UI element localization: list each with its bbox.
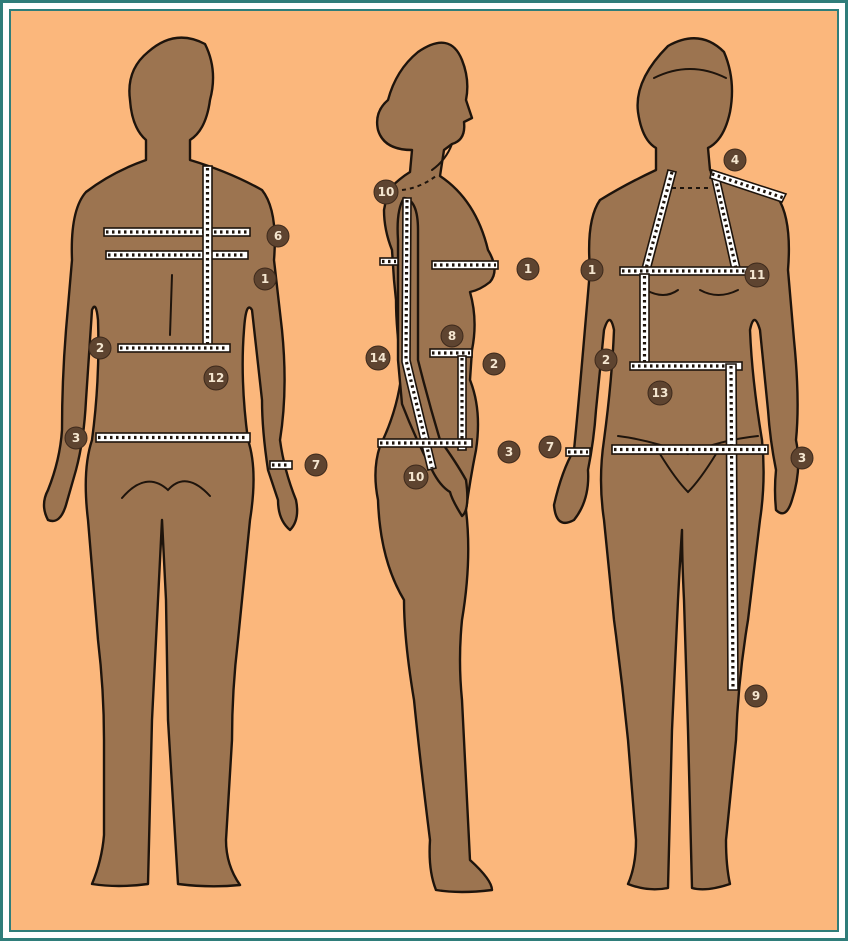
marker-label: 1 bbox=[261, 272, 269, 286]
back-tape-wrist bbox=[270, 461, 292, 469]
marker-back-1: 1 bbox=[254, 268, 276, 290]
marker-label: 14 bbox=[370, 351, 387, 365]
marker-front-4: 4 bbox=[724, 149, 746, 171]
marker-front-3: 3 bbox=[791, 447, 813, 469]
side-tape-hip-vertical bbox=[458, 356, 466, 450]
marker-label: 11 bbox=[749, 268, 766, 282]
marker-side-10: 10 bbox=[374, 180, 398, 204]
marker-side-8: 8 bbox=[441, 325, 463, 347]
back-figure-silhouette bbox=[44, 38, 297, 887]
marker-back-12: 12 bbox=[204, 366, 228, 390]
marker-front-7: 7 bbox=[539, 436, 561, 458]
marker-label: 2 bbox=[490, 357, 498, 371]
marker-label: 7 bbox=[546, 440, 554, 454]
figure-front-view bbox=[554, 38, 798, 889]
back-tape-hip bbox=[96, 433, 250, 442]
marker-label: 6 bbox=[274, 229, 282, 243]
marker-back-3: 3 bbox=[65, 427, 87, 449]
marker-front-1: 1 bbox=[581, 259, 603, 281]
marker-label: 1 bbox=[588, 263, 596, 277]
marker-label: 9 bbox=[752, 689, 760, 703]
marker-label: 2 bbox=[96, 341, 104, 355]
back-tape-vertical bbox=[203, 166, 212, 348]
marker-back-6: 6 bbox=[267, 225, 289, 247]
marker-back-7: 7 bbox=[305, 454, 327, 476]
side-tape-bust bbox=[432, 261, 498, 269]
marker-label: 3 bbox=[72, 431, 80, 445]
marker-label: 8 bbox=[448, 329, 456, 343]
figure-back-view bbox=[44, 38, 297, 887]
marker-label: 3 bbox=[505, 445, 513, 459]
marker-label: 2 bbox=[602, 353, 610, 367]
front-figure-silhouette bbox=[554, 38, 798, 889]
back-tape-waist bbox=[118, 344, 230, 352]
marker-label: 7 bbox=[312, 458, 320, 472]
marker-label: 10 bbox=[378, 185, 395, 199]
marker-front-2: 2 bbox=[595, 349, 617, 371]
front-tape-outseam bbox=[726, 364, 738, 690]
marker-label: 1 bbox=[524, 262, 532, 276]
marker-label: 4 bbox=[731, 153, 739, 167]
marker-back-2: 2 bbox=[89, 337, 111, 359]
front-tape-center-vertical bbox=[640, 274, 649, 364]
marker-front-9: 9 bbox=[745, 685, 767, 707]
side-tape-bust-back bbox=[380, 258, 398, 265]
back-tape-shoulder bbox=[104, 228, 250, 236]
marker-side-3: 3 bbox=[498, 441, 520, 463]
front-tape-hip bbox=[612, 445, 768, 454]
front-tape-wrist bbox=[566, 448, 590, 456]
marker-label: 13 bbox=[652, 386, 669, 400]
marker-front-11: 11 bbox=[745, 263, 769, 287]
marker-label: 3 bbox=[798, 451, 806, 465]
marker-side-10: 10 bbox=[404, 465, 428, 489]
back-tape-chest bbox=[106, 251, 248, 259]
marker-side-14: 14 bbox=[366, 346, 390, 370]
marker-side-1: 1 bbox=[517, 258, 539, 280]
side-tape-hip bbox=[378, 439, 472, 447]
marker-label: 10 bbox=[408, 470, 425, 484]
marker-side-2: 2 bbox=[483, 353, 505, 375]
figure-side-view bbox=[375, 43, 498, 892]
marker-front-13: 13 bbox=[648, 381, 672, 405]
marker-label: 12 bbox=[208, 371, 225, 385]
